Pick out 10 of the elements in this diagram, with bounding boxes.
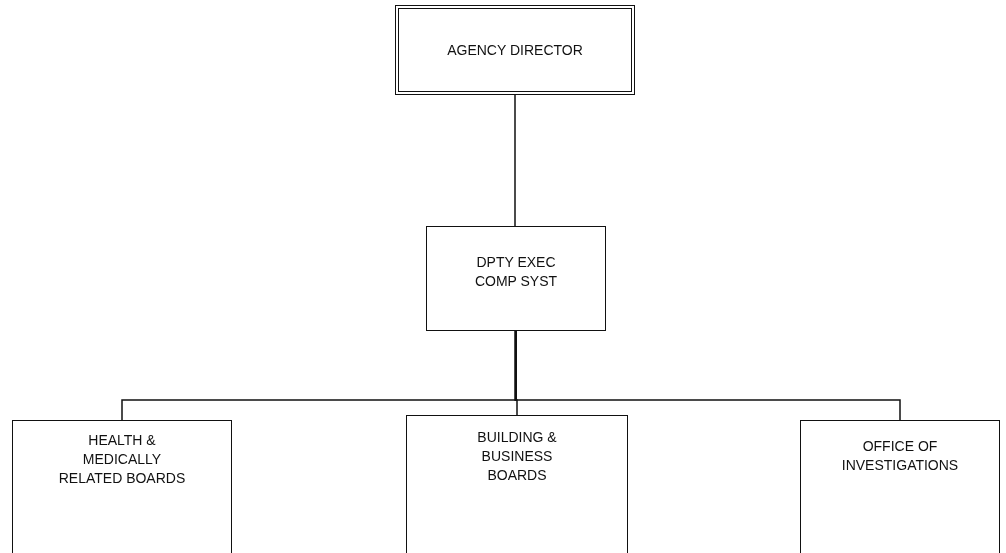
box-label: BUILDING & BUSINESS BOARDS — [476, 428, 558, 485]
org-box — [800, 420, 1000, 553]
box-label: DPTY EXEC COMP SYST — [473, 253, 559, 291]
box-label: AGENCY DIRECTOR — [447, 40, 583, 60]
org-box — [12, 420, 232, 553]
box-label: OFFICE OF INVESTIGATIONS — [840, 437, 960, 475]
org-box — [426, 226, 606, 331]
box-label: HEALTH & MEDICALLY RELATED BOARDS — [57, 431, 187, 488]
org-box — [406, 415, 628, 553]
org-box — [395, 5, 635, 95]
